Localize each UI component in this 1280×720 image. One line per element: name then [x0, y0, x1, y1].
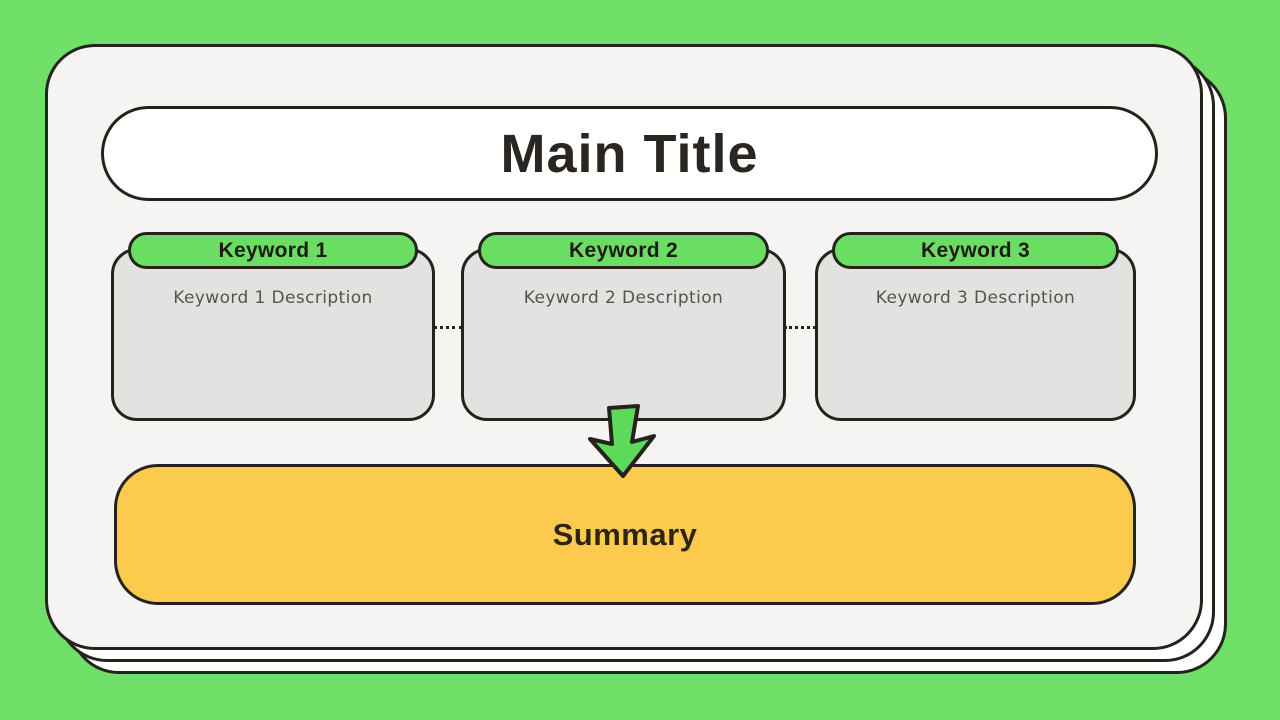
keyword-card-2: Keyword 2 Keyword 2 Description	[461, 232, 786, 421]
summary-label: Summary	[552, 516, 698, 552]
keyword-3-header: Keyword 3	[832, 232, 1119, 269]
summary-box: Summary	[114, 464, 1136, 605]
keyword-1-header: Keyword 1	[128, 232, 418, 269]
page-title: Main Title	[500, 123, 759, 184]
keyword-card-3: Keyword 3 Keyword 3 Description	[815, 232, 1136, 421]
keyword-1-description: Keyword 1 Description	[173, 288, 373, 308]
main-card: Main Title Keyword 1 Keyword 1 Descripti…	[45, 44, 1203, 650]
dotted-connector-1	[433, 326, 463, 329]
dotted-connector-2	[784, 326, 816, 329]
keyword-2-header: Keyword 2	[478, 232, 769, 269]
keyword-3-description: Keyword 3 Description	[875, 288, 1076, 308]
keyword-2-description: Keyword 2 Description	[523, 288, 724, 308]
title-pill: Main Title	[101, 106, 1158, 201]
keyword-card-1: Keyword 1 Keyword 1 Description	[111, 232, 435, 421]
